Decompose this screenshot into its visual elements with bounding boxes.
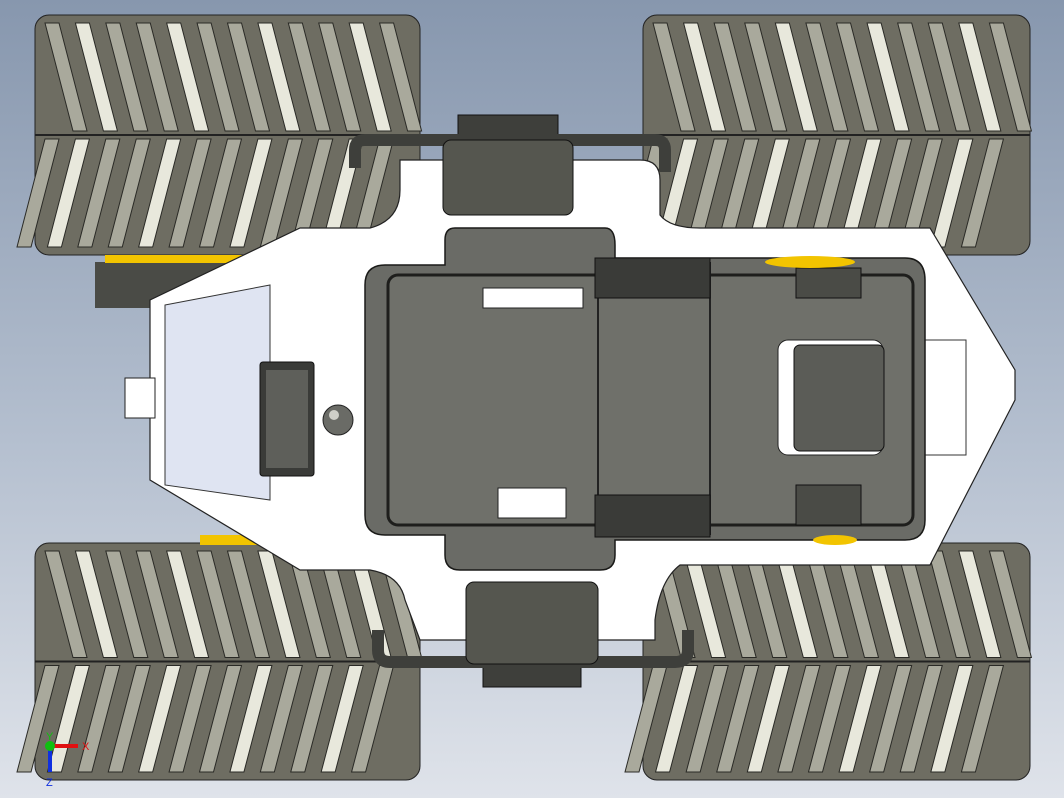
- bearing-ring-bottom: [200, 535, 260, 545]
- rear-tab: [124, 377, 156, 419]
- tread-lug: [807, 665, 852, 773]
- bearing-front-bottom: [813, 535, 857, 545]
- tread-lug: [838, 665, 882, 773]
- servo-bracket-bottom: [795, 484, 862, 526]
- tread-lug: [287, 22, 331, 132]
- tread-lug: [988, 22, 1033, 132]
- tread-lug: [44, 22, 88, 132]
- clip-top: [594, 257, 711, 299]
- tread-lug: [226, 550, 271, 658]
- tread-lug: [46, 138, 91, 248]
- tread-lug: [135, 550, 179, 658]
- tread-lug: [713, 22, 757, 132]
- tread-lug: [960, 138, 1005, 248]
- tread-lug: [229, 665, 273, 773]
- rear-bay: [164, 284, 271, 501]
- z-axis-label: Z: [46, 777, 53, 789]
- bottom-bumper-mount: [465, 581, 599, 665]
- tread-lug: [166, 22, 210, 132]
- tread-lug: [44, 550, 88, 658]
- switch: [266, 370, 308, 468]
- front-guard: [917, 339, 967, 456]
- tread-lug: [257, 22, 301, 132]
- tread-lug: [318, 22, 362, 132]
- tread-lug: [105, 22, 149, 132]
- tread-lug: [77, 665, 121, 773]
- knob-highlight: [329, 410, 339, 420]
- tread-lug: [777, 665, 821, 773]
- tread-lug: [290, 665, 334, 773]
- tread-lug: [168, 665, 212, 773]
- clip-bottom: [594, 494, 711, 538]
- tread-lug: [866, 22, 910, 132]
- top-bumper-mount: [442, 139, 574, 216]
- tread-lug: [107, 665, 151, 773]
- tread-lug: [835, 22, 880, 132]
- tread-lug: [805, 22, 849, 132]
- tread-lug: [988, 550, 1033, 658]
- tread-lug: [74, 22, 119, 132]
- wheel-front-right: [624, 14, 1033, 256]
- tread-lug: [927, 22, 971, 132]
- servo: [793, 344, 885, 452]
- tread-lug: [682, 22, 727, 132]
- tread-lug: [930, 665, 974, 773]
- tread-lug: [259, 665, 303, 773]
- bearing-front-top: [765, 256, 855, 268]
- cutout-top: [482, 287, 584, 309]
- tread-lug: [135, 22, 179, 132]
- bottom-bumper-block: [482, 664, 582, 688]
- servo-bracket-top: [795, 267, 862, 299]
- knob: [322, 404, 354, 436]
- tread-lug: [774, 22, 818, 132]
- tread-lug: [196, 22, 240, 132]
- y-axis-label: Y: [46, 731, 54, 743]
- tread-lug: [897, 22, 941, 132]
- vehicle-chassis: [95, 114, 1016, 688]
- tread-lug: [196, 550, 240, 658]
- tread-lug: [348, 22, 392, 132]
- tread-lug: [744, 22, 788, 132]
- tread-lug: [74, 550, 119, 658]
- tread-lug: [138, 138, 182, 248]
- tread-lug: [226, 22, 271, 132]
- x-axis-label: X: [82, 741, 90, 753]
- tread-lug: [229, 138, 273, 248]
- tread-lug: [716, 665, 760, 773]
- y-axis-dot: [45, 741, 55, 751]
- tread-lug: [320, 665, 364, 773]
- wheels: [16, 14, 1033, 781]
- tread-lug: [654, 665, 699, 773]
- cutout-bottom: [497, 487, 567, 519]
- tread-lug: [16, 665, 60, 773]
- wheel-rear-right: [624, 542, 1033, 781]
- tread-lug: [378, 22, 423, 132]
- tread-lug: [930, 138, 974, 248]
- tread-lug: [105, 550, 149, 658]
- wheel-front-left: [16, 14, 423, 256]
- tread-lug: [16, 138, 60, 248]
- tread-lug: [168, 138, 212, 248]
- tread-lug: [958, 22, 1002, 132]
- tread-lug: [198, 665, 243, 773]
- tread-lug: [958, 550, 1002, 658]
- bearing-ring-top: [105, 255, 255, 263]
- tread-lug: [77, 138, 121, 248]
- tread-lug: [960, 665, 1005, 773]
- tread-lug: [166, 550, 210, 658]
- tread-lug: [869, 665, 913, 773]
- tread-lug: [685, 665, 729, 773]
- tread-lug: [138, 665, 182, 773]
- tread-lug: [746, 665, 790, 773]
- tread-lug: [899, 665, 943, 773]
- tread-lug: [107, 138, 151, 248]
- tread-lug: [198, 138, 243, 248]
- axis-triad: X Y Z: [45, 731, 90, 789]
- tread-lug: [652, 22, 696, 132]
